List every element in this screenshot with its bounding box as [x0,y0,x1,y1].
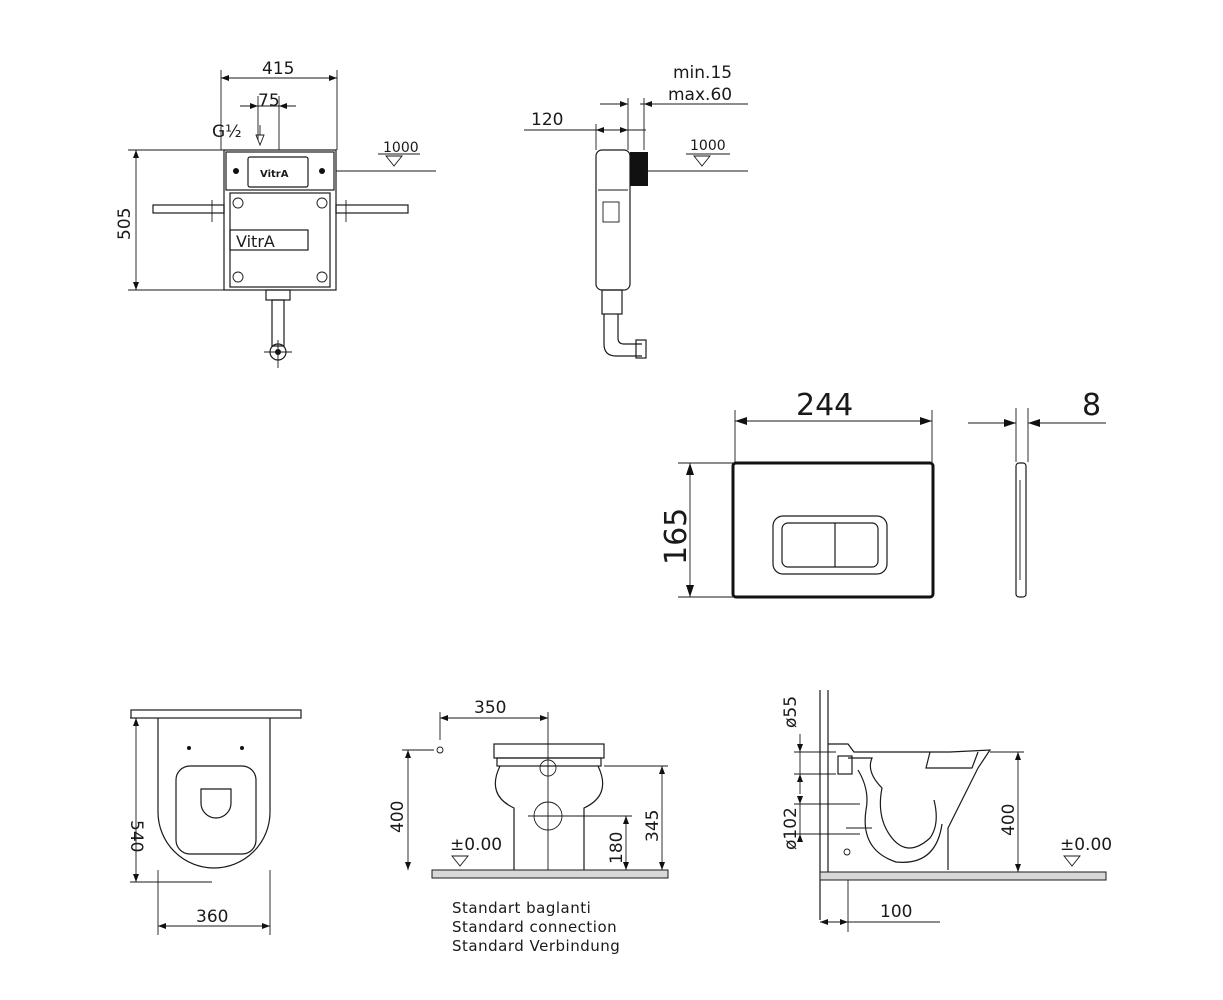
side-level-mark: 1000 [690,138,726,154]
front-floor-level: ±0.00 [450,835,502,855]
frame-side-view: min.15 max.60 120 1000 [524,63,748,359]
frame-brand-small: VitrA [260,169,289,180]
toilet-front-view: 350 400 345 180 ±0.00 Standart baglanti … [388,698,669,955]
caption-line-1: Standart baglanti [452,899,591,917]
frame-width-label: 415 [262,59,294,79]
toilet-length-label: 540 [126,820,146,852]
depth-label: 120 [531,110,563,130]
frame-level-mark: 1000 [383,140,419,156]
plate-width-label: 244 [796,388,853,423]
front-offset-label: 350 [474,698,506,718]
wall-distance-label: 100 [880,902,912,922]
flush-plate-view: 244 165 8 [659,388,1106,599]
inlet-diameter-label: ø55 [781,696,801,728]
frame-brand: VitrA [236,232,275,251]
side-floor-level: ±0.00 [1060,835,1112,855]
plate-thickness-label: 8 [1082,388,1101,423]
side-height-label: 400 [999,804,1019,836]
front-height-label: 400 [388,801,408,833]
frame-height-label: 505 [115,208,135,240]
caption-line-2: Standard connection [452,918,617,936]
front-outlet-height-label: 180 [607,832,627,864]
toilet-side-view: ø55 ø102 400 100 ±0.00 [781,690,1112,932]
front-total-height-label: 345 [643,810,663,842]
plate-height-label: 165 [659,508,694,565]
adjust-min-label: min.15 [673,63,732,83]
thread-label: G½ [212,122,242,142]
frame-front-view: 415 75 G½ 505 VitrA VitrA [115,59,436,368]
outlet-diameter-label: ø102 [781,807,801,850]
adjust-max-label: max.60 [668,85,732,105]
caption-line-3: Standard Verbindung [452,937,620,955]
inlet-offset-label: 75 [258,91,280,111]
toilet-width-label: 360 [196,907,228,927]
toilet-top-view: 540 360 [126,709,302,935]
